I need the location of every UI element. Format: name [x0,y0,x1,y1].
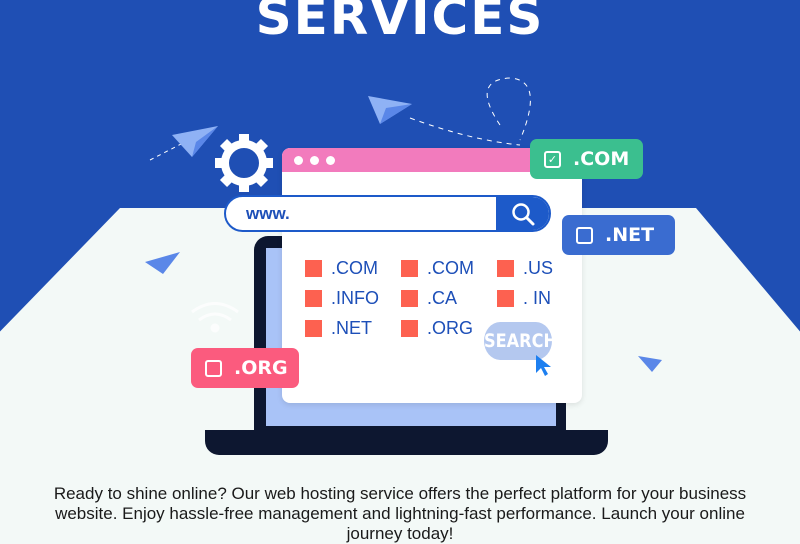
checkbox-icon [576,226,593,244]
domain-label: .COM [331,258,378,278]
square-icon [401,260,418,277]
page-title: SERVICES [255,0,545,46]
square-icon [497,260,514,277]
domain-option[interactable]: .COM [401,258,474,279]
tag-label: .NET [605,224,655,246]
gear-icon [215,134,273,192]
window-dot [294,155,303,165]
decorations [145,77,662,372]
domain-option[interactable]: .NET [305,318,372,339]
domain-label: .INFO [331,288,379,308]
domain-label: .US [523,258,554,278]
paper-plane-icon [145,252,180,274]
cursor-icon [536,355,551,376]
domain-option[interactable]: . IN [497,288,551,309]
domain-label: .CA [427,288,458,308]
tag-com[interactable]: ✓ .COM [530,139,643,179]
laptop-base [205,430,608,455]
tag-net[interactable]: .NET [562,215,675,255]
dashed-trail [149,141,186,161]
search-button[interactable] [496,197,549,230]
domain-label: .NET [331,318,373,338]
window-dot [326,155,335,165]
square-icon [305,260,322,277]
paper-plane-icon [172,126,218,157]
tag-label: .ORG [234,357,288,379]
domain-option[interactable]: .COM [305,258,378,279]
search-icon [511,202,534,225]
square-icon [401,290,418,307]
wifi-icon [191,302,239,333]
tag-label: .COM [573,148,630,170]
dashed-loop [486,77,531,141]
square-icon [305,320,322,337]
paper-plane-icon [368,96,412,124]
domain-option[interactable]: .INFO [305,288,379,309]
search-input[interactable]: www. [246,204,290,223]
browser-window: .COM .COM .US .INFO .CA . IN .NET .ORG [282,148,582,403]
checkbox-icon [205,359,222,377]
domain-option[interactable]: .US [497,258,553,279]
domain-label: . IN [523,288,552,308]
domain-label: .ORG [427,318,474,338]
paper-plane-icon [638,356,662,372]
window-dot [310,155,319,165]
checkbox-checked-icon: ✓ [544,150,561,168]
domain-label: .COM [427,258,474,278]
tag-org[interactable]: .ORG [191,348,299,388]
description: Ready to shine online? Our web hosting s… [53,484,747,543]
dashed-trail [409,117,521,146]
square-icon [305,290,322,307]
domain-search-bar[interactable]: www. [224,195,551,232]
domain-option[interactable]: .CA [401,288,457,309]
square-icon [401,320,418,337]
search-pill-button[interactable]: SEARCH [484,322,557,360]
domain-option[interactable]: .ORG [401,318,473,339]
square-icon [497,290,514,307]
